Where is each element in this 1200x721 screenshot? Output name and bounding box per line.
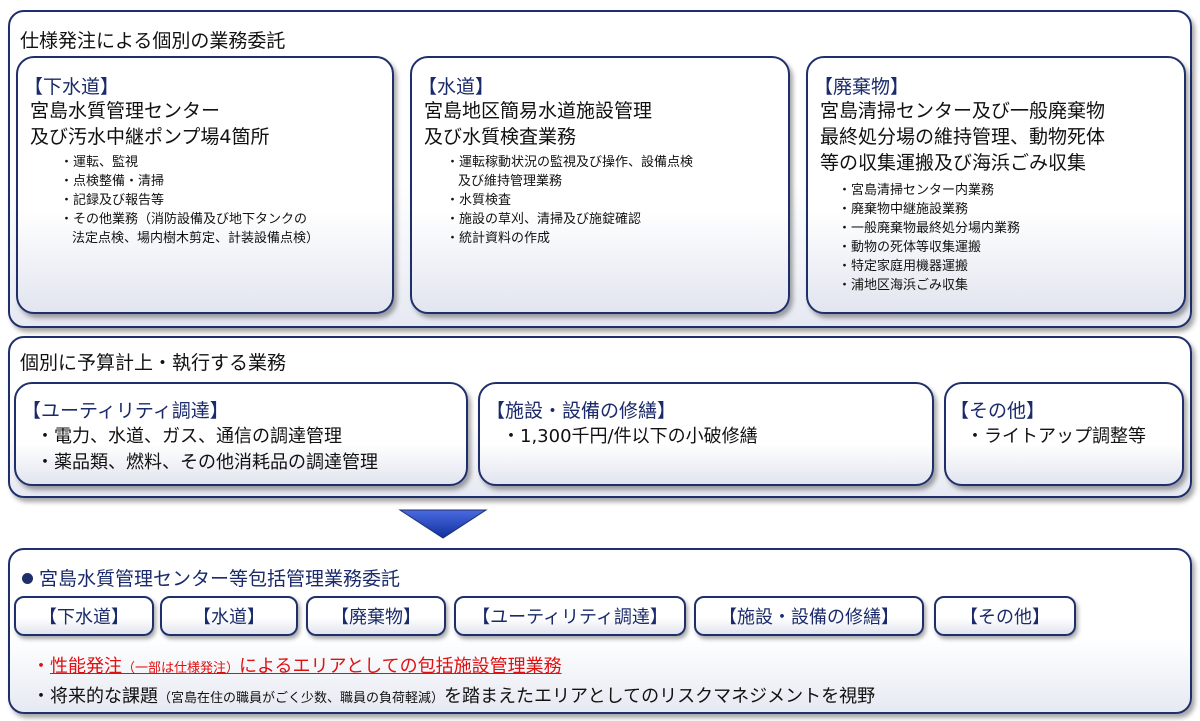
repair-card [478, 382, 934, 486]
bullet-icon [22, 573, 33, 584]
list-item: ・施設の草刈、清掃及び施錠確認 [446, 212, 642, 227]
chip-utility: 【ユーティリティ調達】 [454, 596, 686, 636]
list-item: ・動物の死体等収集運搬 [838, 240, 982, 255]
waste-task-list: ・宮島清掃センター内業務 ・廃棄物中継施設業務 ・一般廃棄物最終処分場内業務 ・… [838, 181, 1020, 295]
list-item: ・宮島清掃センター内業務 [838, 183, 995, 198]
repair-task-list: ・1,300千円/件以下の小破修繕 [502, 424, 758, 450]
other-card [944, 382, 1184, 486]
sewer-card-heading: 【下水道】 [24, 76, 120, 98]
list-item: ・電力、水道、ガス、通信の調達管理 [36, 426, 342, 447]
waste-card-heading: 【廃棄物】 [814, 76, 910, 98]
list-item: ・特定家庭用機器運搬 [838, 259, 969, 274]
chip-sewer: 【下水道】 [14, 596, 154, 636]
spec-order-title: 仕様発注による個別の業務委託 [20, 30, 286, 52]
waste-card [806, 56, 1186, 314]
list-item: ・点検整備・清掃 [60, 174, 165, 189]
list-item: ・その他業務（消防設備及び地下タンクの [60, 212, 308, 227]
utility-card [14, 382, 468, 486]
utility-task-list: ・電力、水道、ガス、通信の調達管理 ・薬品類、燃料、その他消耗品の調達管理 [36, 424, 378, 476]
chip-waste: 【廃棄物】 [306, 596, 446, 636]
water-card-description: 宮島地区簡易水道施設管理 及び水質検査業務 [424, 100, 653, 148]
water-card-heading: 【水道】 [418, 76, 495, 98]
list-item: ・統計資料の作成 [446, 231, 551, 246]
comprehensive-title: 宮島水質管理センター等包括管理業務委託 [22, 564, 400, 591]
chip-repair: 【施設・設備の修繕】 [694, 596, 924, 636]
list-item: ・運転稼動状況の監視及び操作、設備点検 [446, 155, 694, 170]
sewer-card [16, 56, 394, 314]
water-task-list: ・運転稼動状況の監視及び操作、設備点検 及び維持管理業務 ・水質検査 ・施設の草… [446, 153, 693, 248]
list-item: ・一般廃棄物最終処分場内業務 [838, 221, 1021, 236]
list-item: 法定点検、場内樹木剪定、計装設備点検） [72, 231, 320, 246]
sewer-task-list: ・運転、監視 ・点検整備・清掃 ・記録及び報告等 ・その他業務（消防設備及び地下… [60, 153, 319, 248]
sewer-card-description: 宮島水質管理センター 及び汚水中継ポンプ場4箇所 [30, 100, 270, 148]
list-item: 及び維持管理業務 [458, 174, 563, 189]
list-item: ・廃棄物中継施設業務 [838, 202, 969, 217]
other-card-heading: 【その他】 [950, 400, 1046, 422]
list-item: ・運転、監視 [60, 155, 139, 170]
list-item: ・1,300千円/件以下の小破修繕 [502, 426, 758, 447]
water-card [410, 56, 790, 314]
list-item: ・浦地区海浜ごみ収集 [838, 278, 969, 293]
comprehensive-line-2: ・将来的な課題（宮島在住の職員がごく少数、職員の負荷軽減）を踏まえたエリアとして… [32, 686, 876, 707]
chip-water: 【水道】 [160, 596, 298, 636]
repair-card-heading: 【施設・設備の修繕】 [486, 400, 677, 422]
list-item: ・薬品類、燃料、その他消耗品の調達管理 [36, 452, 378, 473]
comprehensive-line-1: ・性能発注（一部は仕様発注）によるエリアとしての包括施設管理業務 [32, 656, 562, 677]
list-item: ・水質検査 [446, 193, 512, 208]
waste-card-description: 宮島清掃センター及び一般廃棄物 最終処分場の維持管理、動物死体 等の収集運搬及び… [820, 100, 1106, 174]
list-item: ・ライトアップ調整等 [966, 426, 1146, 447]
utility-card-heading: 【ユーティリティ調達】 [22, 400, 229, 422]
budget-title: 個別に予算計上・執行する業務 [20, 352, 287, 374]
chip-other: 【その他】 [934, 596, 1076, 636]
down-triangle-arrow-icon [398, 509, 488, 539]
other-task-list: ・ライトアップ調整等 [966, 424, 1146, 450]
list-item: ・記録及び報告等 [60, 193, 165, 208]
